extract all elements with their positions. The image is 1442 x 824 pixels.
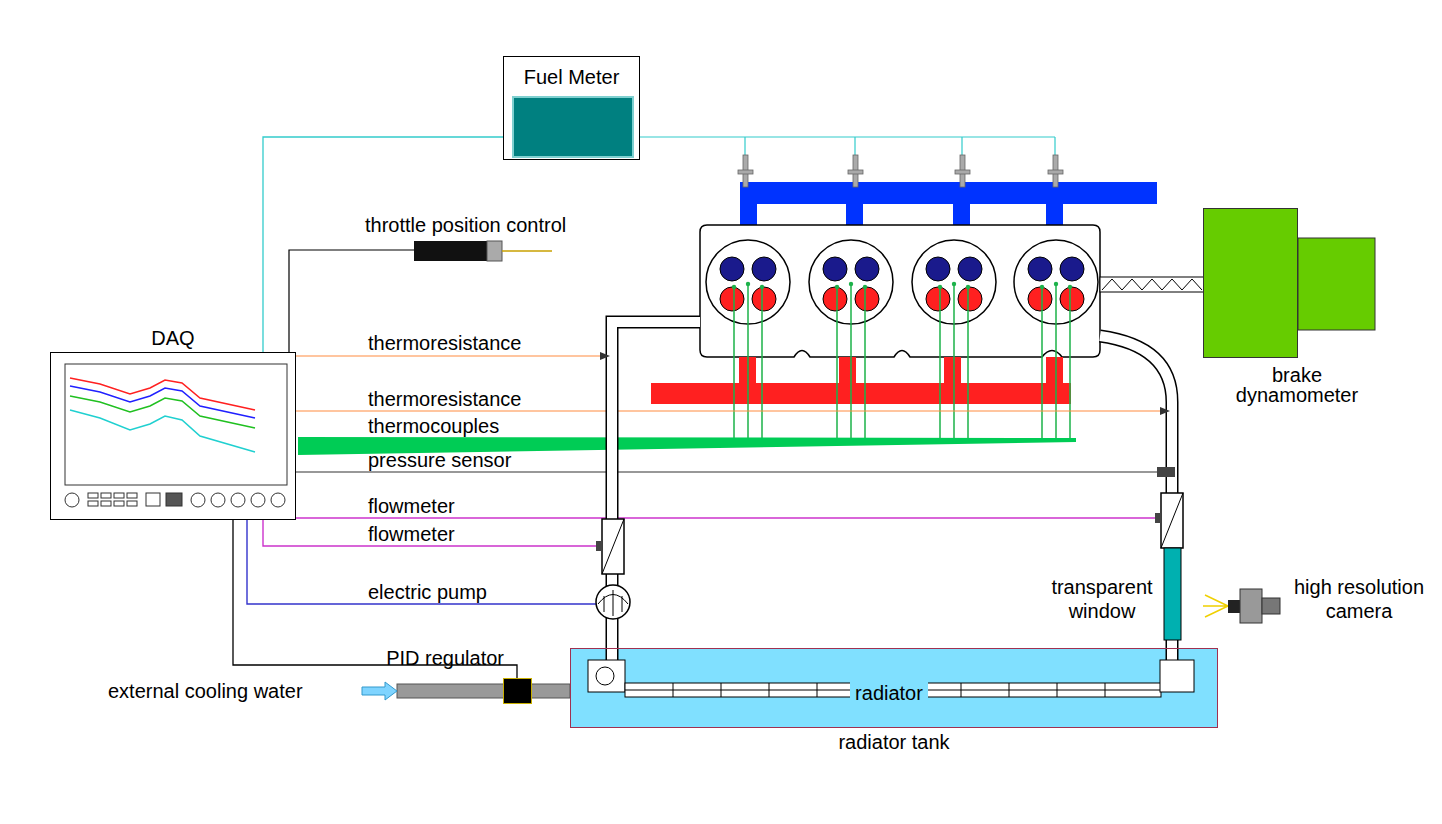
regulator-box: PID regulator [503, 678, 532, 704]
node-label: PID regulator [386, 648, 504, 668]
part-label: flowmeter [368, 524, 455, 544]
wire-line [263, 137, 503, 352]
part-label: electric pump [368, 582, 487, 602]
part-label: high resolution camera [1288, 575, 1430, 623]
part-label: external cooling water [108, 681, 303, 701]
radiator-region: radiator [599, 682, 1179, 704]
daq-box: DAQ [50, 352, 296, 520]
dynamometer-box: brake dynamometer [1203, 208, 1298, 358]
part-label: transparent window [1046, 575, 1158, 623]
part-label: thermoresistance [368, 389, 521, 409]
node-label: DAQ [51, 328, 295, 348]
node-label: radiator [599, 683, 1179, 703]
part-label: throttle position control [365, 215, 566, 235]
signal-wire [263, 137, 503, 352]
part-label: thermoresistance [368, 333, 521, 353]
node-label: Fuel Meter [504, 67, 639, 87]
signal-wire [233, 520, 517, 678]
part-label: flowmeter [368, 496, 455, 516]
tank-box: radiator tankradiator [570, 648, 1218, 728]
part-label: thermocouples [368, 416, 499, 436]
node-label: radiator tank [571, 732, 1217, 752]
wire-line [233, 520, 517, 678]
node-label: brake dynamometer [1232, 365, 1362, 405]
meter-box: Fuel Meter [503, 56, 640, 160]
part-label: pressure sensor [368, 450, 511, 470]
